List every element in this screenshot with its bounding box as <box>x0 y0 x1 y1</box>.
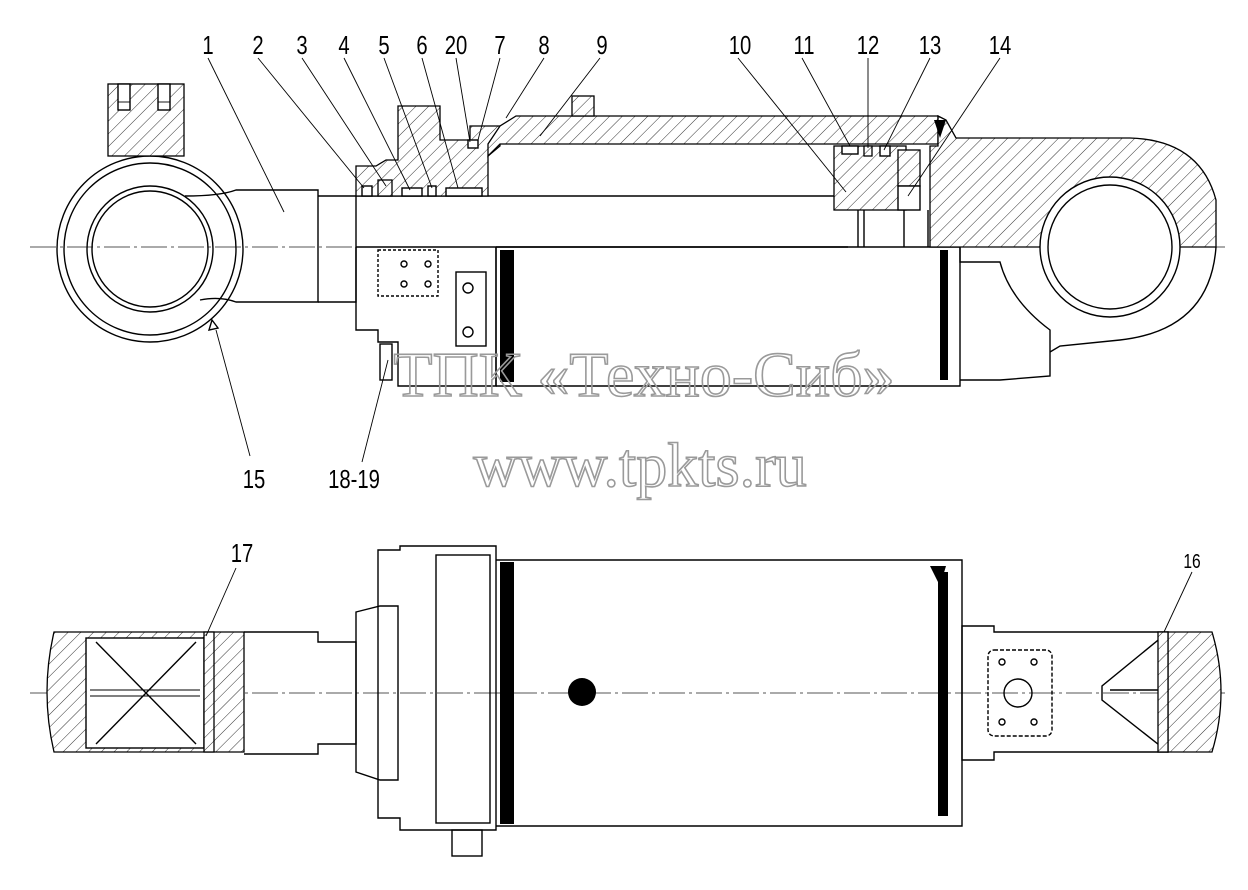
part-label-18-19: 18-19 <box>328 465 380 494</box>
part-label-15: 15 <box>243 465 266 494</box>
top-sectional-view: 1 2 3 4 5 6 20 7 8 9 10 11 12 13 14 15 1… <box>30 31 1225 494</box>
part-label-3: 3 <box>296 31 307 60</box>
part-label-9: 9 <box>596 31 607 60</box>
leader-17 <box>205 567 237 637</box>
part-label-10: 10 <box>729 31 752 60</box>
part-label-8: 8 <box>538 31 549 60</box>
part-label-13: 13 <box>919 31 942 60</box>
gland-lower <box>355 247 497 387</box>
rod-neck <box>184 189 319 303</box>
bottom-gland-flange <box>377 545 497 857</box>
part-label-2: 2 <box>252 31 263 60</box>
cap-end-eye <box>929 114 1217 381</box>
bottom-cap-end <box>961 625 1222 761</box>
part-label-7: 7 <box>494 31 505 60</box>
cylinder-tube <box>487 95 961 387</box>
part-label-6: 6 <box>416 31 427 60</box>
watermark-company: ТПК «Техно-Сиб» <box>393 339 894 410</box>
part-label-12: 12 <box>857 31 880 60</box>
part-label-20: 20 <box>445 31 468 60</box>
bottom-external-view: 17 16 <box>30 539 1225 857</box>
piston-rod <box>356 195 859 248</box>
leader-16 <box>1163 571 1193 633</box>
part-label-1: 1 <box>202 31 213 60</box>
rod-eye-lug <box>107 83 185 157</box>
bottom-gland-shoulder <box>355 605 399 781</box>
part-label-5: 5 <box>378 31 389 60</box>
part-label-4: 4 <box>338 31 349 60</box>
bottom-tube <box>496 559 963 827</box>
part-label-11: 11 <box>793 31 814 60</box>
top-leaders <box>207 57 1001 463</box>
rod-eye <box>56 155 244 343</box>
watermark-website: www.tpkts.ru <box>473 432 807 500</box>
rod-eye-section <box>46 631 245 753</box>
part-label-17: 17 <box>231 539 254 568</box>
part-label-16: 16 <box>1183 550 1200 572</box>
part-label-14: 14 <box>989 31 1012 60</box>
piston <box>833 145 929 247</box>
